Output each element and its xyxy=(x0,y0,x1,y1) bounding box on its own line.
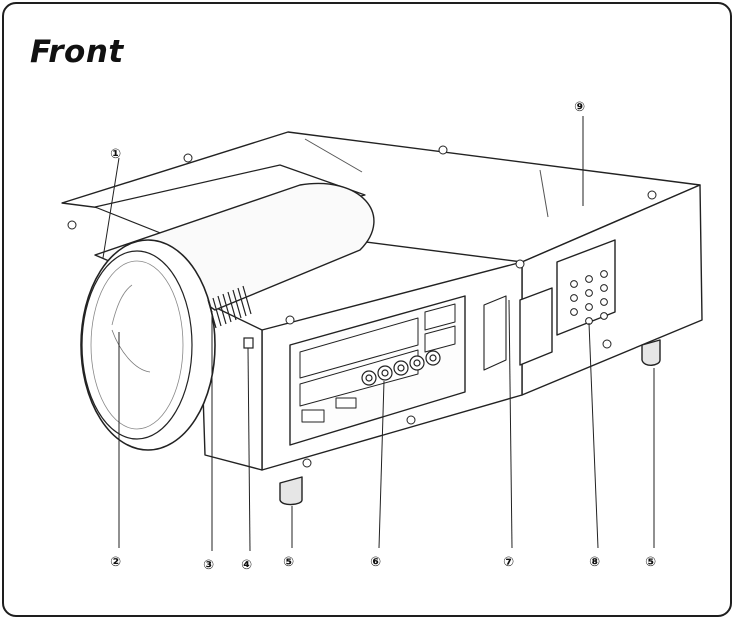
leader-1 xyxy=(102,157,120,259)
leader-7 xyxy=(508,299,513,549)
callout-9: ⑨ xyxy=(574,100,585,115)
callout-5-left: ⑤ xyxy=(283,555,294,570)
leader-8 xyxy=(588,322,599,549)
callout-4: ④ xyxy=(241,558,252,573)
lens-opening xyxy=(81,250,193,440)
top-vent-plate xyxy=(94,164,366,241)
callout-6: ⑥ xyxy=(370,555,381,570)
foot-left xyxy=(279,476,303,506)
top-control-buttons xyxy=(570,270,608,325)
callout-1: ① xyxy=(110,147,121,162)
callout-3: ③ xyxy=(203,558,214,573)
foot-right xyxy=(641,339,661,366)
side-vent-window xyxy=(519,287,553,366)
callout-8: ⑧ xyxy=(589,555,600,570)
callout-2: ② xyxy=(110,555,121,570)
leader-4 xyxy=(247,347,251,552)
video-terminals xyxy=(361,350,441,386)
leader-6 xyxy=(378,380,385,549)
page-title: Front xyxy=(30,34,124,70)
callout-5-right: ⑤ xyxy=(645,555,656,570)
diagram-frame xyxy=(2,2,732,617)
callout-7: ⑦ xyxy=(503,555,514,570)
infrared-sensor xyxy=(243,337,254,349)
